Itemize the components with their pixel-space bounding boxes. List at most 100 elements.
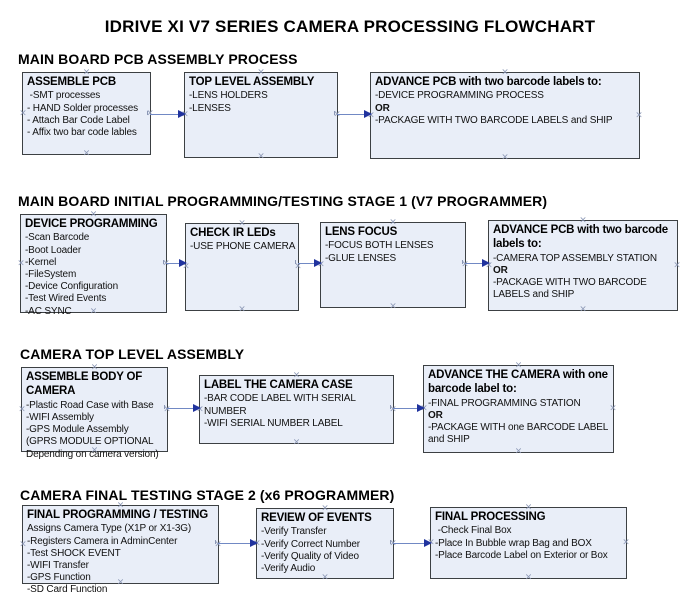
connector-arrow — [215, 539, 258, 548]
node-assemble-body-of-camera: ASSEMBLE BODY OF CAMERA -Plastic Road Ca… — [18, 363, 171, 460]
node-item: -Test Wired Events — [25, 293, 107, 305]
node-title: ASSEMBLE PCB — [27, 76, 116, 88]
connection-point-icon: × — [292, 437, 301, 448]
section-heading-pcb-assembly: MAIN BOARD PCB ASSEMBLY PROCESS — [18, 51, 298, 67]
node-items: -Scan Barcode-Boot Loader-Kernel-FileSys… — [21, 231, 166, 317]
node-items: -Verify Transfer-Verify Correct Number-V… — [257, 525, 393, 575]
node-title: REVIEW OF EVENTS — [261, 512, 372, 524]
node-advance-pcb-stage0: ADVANCE PCB with two barcode labels to: … — [367, 68, 643, 162]
node-item: -Verify Correct Number — [261, 538, 360, 550]
node-items: -Plastic Road Case with Base-WIFI Assemb… — [22, 399, 167, 461]
connection-point-icon: × — [257, 151, 265, 162]
node-final-programming-testing: FINAL PROGRAMMING / TESTING Assigns Came… — [19, 501, 222, 595]
node-title: CHECK IR LEDs — [190, 227, 276, 239]
page-title: IDRIVE XI V7 SERIES CAMERA PROCESSING FL… — [104, 17, 596, 36]
connector-arrow — [390, 404, 425, 413]
node-title: DEVICE PROGRAMMING — [25, 218, 158, 230]
node-item: - HAND Solder processes — [27, 102, 139, 114]
node-title: ADVANCE PCB with two barcode labels to: — [493, 224, 669, 251]
node-item: -DEVICE PROGRAMMING PROCESS — [375, 90, 544, 102]
node-item: -Kernel — [25, 256, 57, 268]
node-item: -Verify Audio — [261, 562, 316, 574]
connector-arrow — [164, 404, 201, 413]
node-item: -LENSES — [189, 102, 231, 114]
node-title: LABEL THE CAMERA CASE — [204, 379, 353, 391]
connection-point-icon: × — [238, 304, 246, 315]
connection-point-icon: × — [501, 152, 509, 163]
node-item: -GPS Module Assembly — [26, 424, 129, 436]
node-title: ADVANCE PCB with two barcode labels to: — [375, 76, 602, 88]
node-advance-camera: ADVANCE THE CAMERA with one barcode labe… — [420, 361, 617, 456]
node-item: -WIFI Transfer — [27, 559, 89, 571]
node-item: -Verify Transfer — [261, 526, 327, 538]
connection-point-icon: × — [82, 148, 91, 159]
node-item: -FINAL PROGRAMMING STATION — [428, 397, 581, 409]
node-final-processing: FINAL PROCESSING -Check Final Box-Place … — [427, 503, 630, 582]
connector-arrow — [163, 259, 187, 268]
node-item: -Scan Barcode — [25, 232, 90, 244]
node-item: Assigns Camera Type (X1P or X1-3G) — [27, 523, 192, 535]
node-title: ADVANCE THE CAMERA with one barcode labe… — [428, 369, 608, 396]
node-item: OR — [493, 264, 508, 276]
node-title: FINAL PROCESSING — [435, 511, 546, 523]
section-heading-camera-top-assembly: CAMERA TOP LEVEL ASSEMBLY — [20, 346, 245, 362]
node-item: -Test SHOCK EVENT — [27, 547, 121, 559]
node-items: -SMT processes- HAND Solder processes- A… — [23, 89, 150, 139]
node-item: -BAR CODE LABEL WITH SERIAL NUMBER — [204, 393, 358, 417]
connection-point-icon: × — [579, 304, 587, 315]
node-item: -Device Configuration — [25, 281, 119, 293]
connection-point-icon: × — [389, 301, 397, 312]
node-label-camera-case: LABEL THE CAMERA CASE -BAR CODE LABEL WI… — [196, 371, 397, 447]
node-advance-pcb-stage1: ADVANCE PCB with two barcode labels to: … — [485, 216, 681, 314]
node-top-level-assembly: TOP LEVEL ASSEMBLY -LENS HOLDERS-LENSES … — [181, 68, 341, 161]
node-title: LENS FOCUS — [325, 226, 398, 238]
node-item: -Boot Loader — [25, 244, 82, 256]
node-item: - Attach Bar Code Label — [27, 114, 130, 126]
node-item: -Check Final Box — [435, 525, 512, 537]
connection-point-icon: × — [514, 446, 523, 457]
node-items: -FOCUS BOTH LENSES-GLUE LENSES — [321, 239, 465, 264]
node-item: -SD Card Function — [27, 584, 108, 596]
node-title: ASSEMBLE BODY OF CAMERA — [26, 371, 143, 398]
connector-arrow — [462, 259, 490, 268]
node-title: TOP LEVEL ASSEMBLY — [189, 76, 315, 88]
node-item: -CAMERA TOP ASSEMBLY STATION — [493, 252, 657, 264]
node-item: -PACKAGE WITH TWO BARCODE LABELS and SHI… — [375, 114, 613, 126]
node-items: -LENS HOLDERS-LENSES — [185, 89, 337, 114]
node-item: - Affix two bar code lables — [27, 126, 137, 138]
node-item: -USE PHONE CAMERA — [190, 241, 296, 253]
connector-arrow — [334, 110, 372, 119]
node-item: -Place Barcode Label on Exterior or Box — [435, 549, 608, 561]
connector-arrow — [390, 539, 432, 548]
node-item: (GPRS MODULE OPTIONAL Depending on camer… — [26, 436, 159, 460]
node-item: OR — [428, 409, 443, 421]
node-device-programming: DEVICE PROGRAMMING -Scan Barcode-Boot Lo… — [17, 210, 170, 317]
node-items: -BAR CODE LABEL WITH SERIAL NUMBER-WIFI … — [200, 392, 393, 430]
connector-arrow — [147, 110, 186, 119]
section-heading-initial-programming: MAIN BOARD INITIAL PROGRAMMING/TESTING S… — [18, 193, 548, 209]
node-item: -WIFI SERIAL NUMBER LABEL — [204, 417, 343, 429]
node-item: -FOCUS BOTH LENSES — [325, 240, 434, 252]
node-review-of-events: REVIEW OF EVENTS -Verify Transfer-Verify… — [253, 504, 397, 582]
node-item: -Place In Bubble wrap Bag and BOX — [435, 537, 592, 549]
node-lens-focus: LENS FOCUS -FOCUS BOTH LENSES-GLUE LENSE… — [317, 218, 469, 311]
node-item: -Registers Camera in AdminCenter — [27, 535, 178, 547]
node-items: -USE PHONE CAMERA — [186, 240, 298, 253]
node-title: FINAL PROGRAMMING / TESTING — [27, 509, 208, 521]
node-item: -Plastic Road Case with Base — [26, 399, 154, 411]
node-item: OR — [375, 102, 390, 114]
connection-point-icon: × — [524, 572, 533, 583]
node-item: -GPS Function — [27, 572, 91, 584]
node-items: Assigns Camera Type (X1P or X1-3G)-Regis… — [23, 522, 218, 596]
node-item: -GLUE LENSES — [325, 252, 397, 264]
node-assemble-pcb: ASSEMBLE PCB -SMT processes- HAND Solder… — [19, 68, 154, 158]
connector-arrow — [295, 259, 322, 268]
node-item: -FileSystem — [25, 268, 77, 280]
node-check-ir-leds: CHECK IR LEDs -USE PHONE CAMERA ×××× — [182, 219, 302, 314]
section-heading-final-testing: CAMERA FINAL TESTING STAGE 2 (x6 PROGRAM… — [20, 487, 395, 503]
node-item: -Verify Quality of Video — [261, 550, 359, 562]
